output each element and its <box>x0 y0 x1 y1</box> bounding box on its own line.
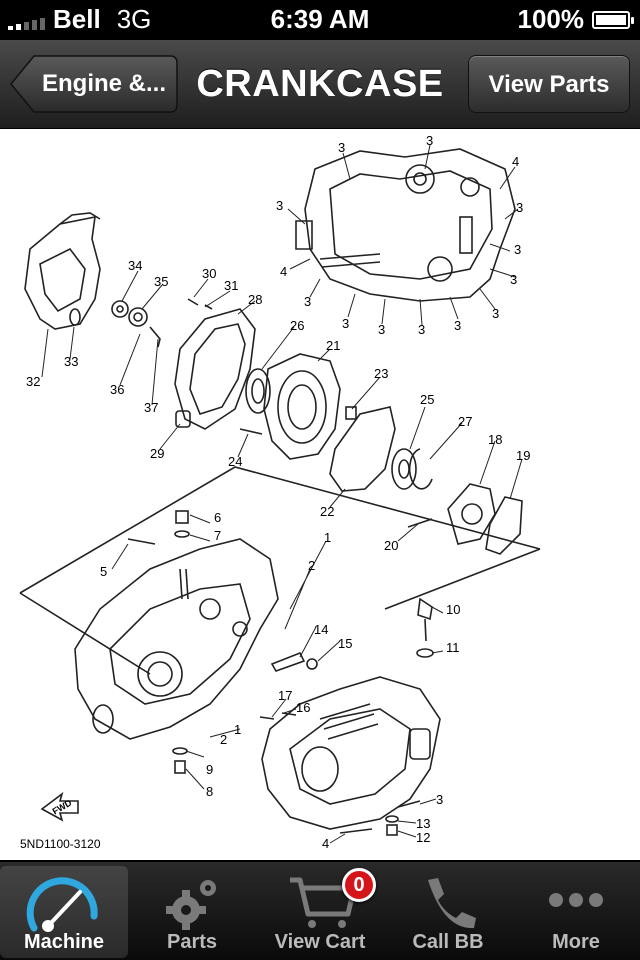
callout-35[interactable]: 35 <box>154 274 169 289</box>
back-button[interactable]: Engine &... <box>10 55 178 113</box>
callout-3[interactable]: 3 <box>436 792 444 807</box>
callout-10[interactable]: 10 <box>446 602 461 617</box>
callout-37[interactable]: 37 <box>144 400 159 415</box>
callout-36[interactable]: 36 <box>110 382 125 397</box>
callout-3[interactable]: 3 <box>514 242 522 257</box>
callout-28[interactable]: 28 <box>248 292 263 307</box>
callout-31[interactable]: 31 <box>224 278 239 293</box>
tab-parts[interactable]: Parts <box>128 866 256 958</box>
callout-3[interactable]: 3 <box>492 306 500 321</box>
callout-3[interactable]: 3 <box>304 294 312 309</box>
view-parts-button[interactable]: View Parts <box>468 55 630 113</box>
diagram-view[interactable]: 3 3 4 3 3 4 3 3 3 3 3 3 3 3 34 35 30 31 … <box>0 129 640 860</box>
callout-3[interactable]: 3 <box>276 198 284 213</box>
callout-3[interactable]: 3 <box>342 316 350 331</box>
carrier-name: Bell <box>53 4 101 34</box>
callout-16[interactable]: 16 <box>296 700 311 715</box>
callout-1[interactable]: 1 <box>234 722 242 737</box>
callout-29[interactable]: 29 <box>150 446 165 461</box>
callout-33[interactable]: 33 <box>64 354 79 369</box>
callout-12[interactable]: 12 <box>416 830 431 845</box>
navigation-bar: Engine &... CRANKCASE View Parts <box>0 40 640 129</box>
callout-25[interactable]: 25 <box>420 392 435 407</box>
callout-4[interactable]: 4 <box>512 154 520 169</box>
callout-3[interactable]: 3 <box>378 322 386 337</box>
clock: 6:39 AM <box>270 4 370 34</box>
back-button-label: Engine &... <box>41 70 166 97</box>
phone-icon <box>428 878 476 929</box>
tab-machine-label: Machine <box>23 931 105 953</box>
callout-22[interactable]: 22 <box>320 504 335 519</box>
callout-3[interactable]: 3 <box>418 322 426 337</box>
tab-machine[interactable]: Machine <box>0 866 128 958</box>
callout-24[interactable]: 24 <box>228 454 243 469</box>
tab-more[interactable]: More <box>512 866 640 958</box>
callout-3[interactable]: 3 <box>516 200 524 215</box>
callout-2[interactable]: 2 <box>220 732 228 747</box>
callout-15[interactable]: 15 <box>338 636 353 651</box>
callout-21[interactable]: 21 <box>326 338 341 353</box>
callout-4[interactable]: 4 <box>280 264 288 279</box>
speedometer-icon <box>26 877 98 932</box>
tab-call-bb[interactable]: Call BB <box>384 866 512 958</box>
callout-27[interactable]: 27 <box>458 414 473 429</box>
status-bar: Bell 3G 6:39 AM 100% <box>0 0 640 40</box>
tab-call-bb-label: Call BB <box>412 931 484 953</box>
tab-bar: Machine Parts View Cart Call BB More 0 <box>0 862 640 960</box>
tab-parts-label: Parts <box>166 931 218 953</box>
callout-23[interactable]: 23 <box>374 366 389 381</box>
callout-34[interactable]: 34 <box>128 258 143 273</box>
callout-32[interactable]: 32 <box>26 374 41 389</box>
more-dots-icon <box>549 893 603 907</box>
diagram-code: 5ND1100-3120 <box>20 837 101 851</box>
callout-18[interactable]: 18 <box>488 432 503 447</box>
callout-3[interactable]: 3 <box>454 318 462 333</box>
battery-icon <box>592 10 634 29</box>
callout-3[interactable]: 3 <box>338 140 346 155</box>
callout-8[interactable]: 8 <box>206 784 214 799</box>
callout-17[interactable]: 17 <box>278 688 293 703</box>
gears-icon <box>166 880 216 930</box>
callout-6[interactable]: 6 <box>214 510 222 525</box>
callout-30[interactable]: 30 <box>202 266 217 281</box>
callout-3[interactable]: 3 <box>426 133 434 148</box>
back-button-shape <box>10 55 178 113</box>
callout-2[interactable]: 2 <box>308 558 316 573</box>
carrier-info: Bell 3G <box>8 4 151 35</box>
callout-7[interactable]: 7 <box>214 528 222 543</box>
callout-1[interactable]: 1 <box>324 530 332 545</box>
callout-20[interactable]: 20 <box>384 538 399 553</box>
signal-strength-icon <box>8 10 45 30</box>
battery-status: 100% <box>517 4 634 35</box>
network-type: 3G <box>116 4 152 34</box>
callout-19[interactable]: 19 <box>516 448 531 463</box>
callout-26[interactable]: 26 <box>290 318 305 333</box>
callout-13[interactable]: 13 <box>416 816 431 831</box>
cart-count-badge: 0 <box>342 868 376 902</box>
crankcase-exploded-diagram <box>19 144 541 844</box>
callout-11[interactable]: 11 <box>446 640 460 655</box>
battery-percent: 100% <box>517 4 585 34</box>
tab-more-label: More <box>552 931 600 953</box>
callout-3[interactable]: 3 <box>510 272 518 287</box>
callout-9[interactable]: 9 <box>206 762 214 777</box>
callout-5[interactable]: 5 <box>100 564 108 579</box>
tab-view-cart-label: View Cart <box>274 931 366 953</box>
page-title: CRANKCASE <box>196 63 444 105</box>
callout-14[interactable]: 14 <box>314 622 329 637</box>
callout-4[interactable]: 4 <box>322 836 330 851</box>
